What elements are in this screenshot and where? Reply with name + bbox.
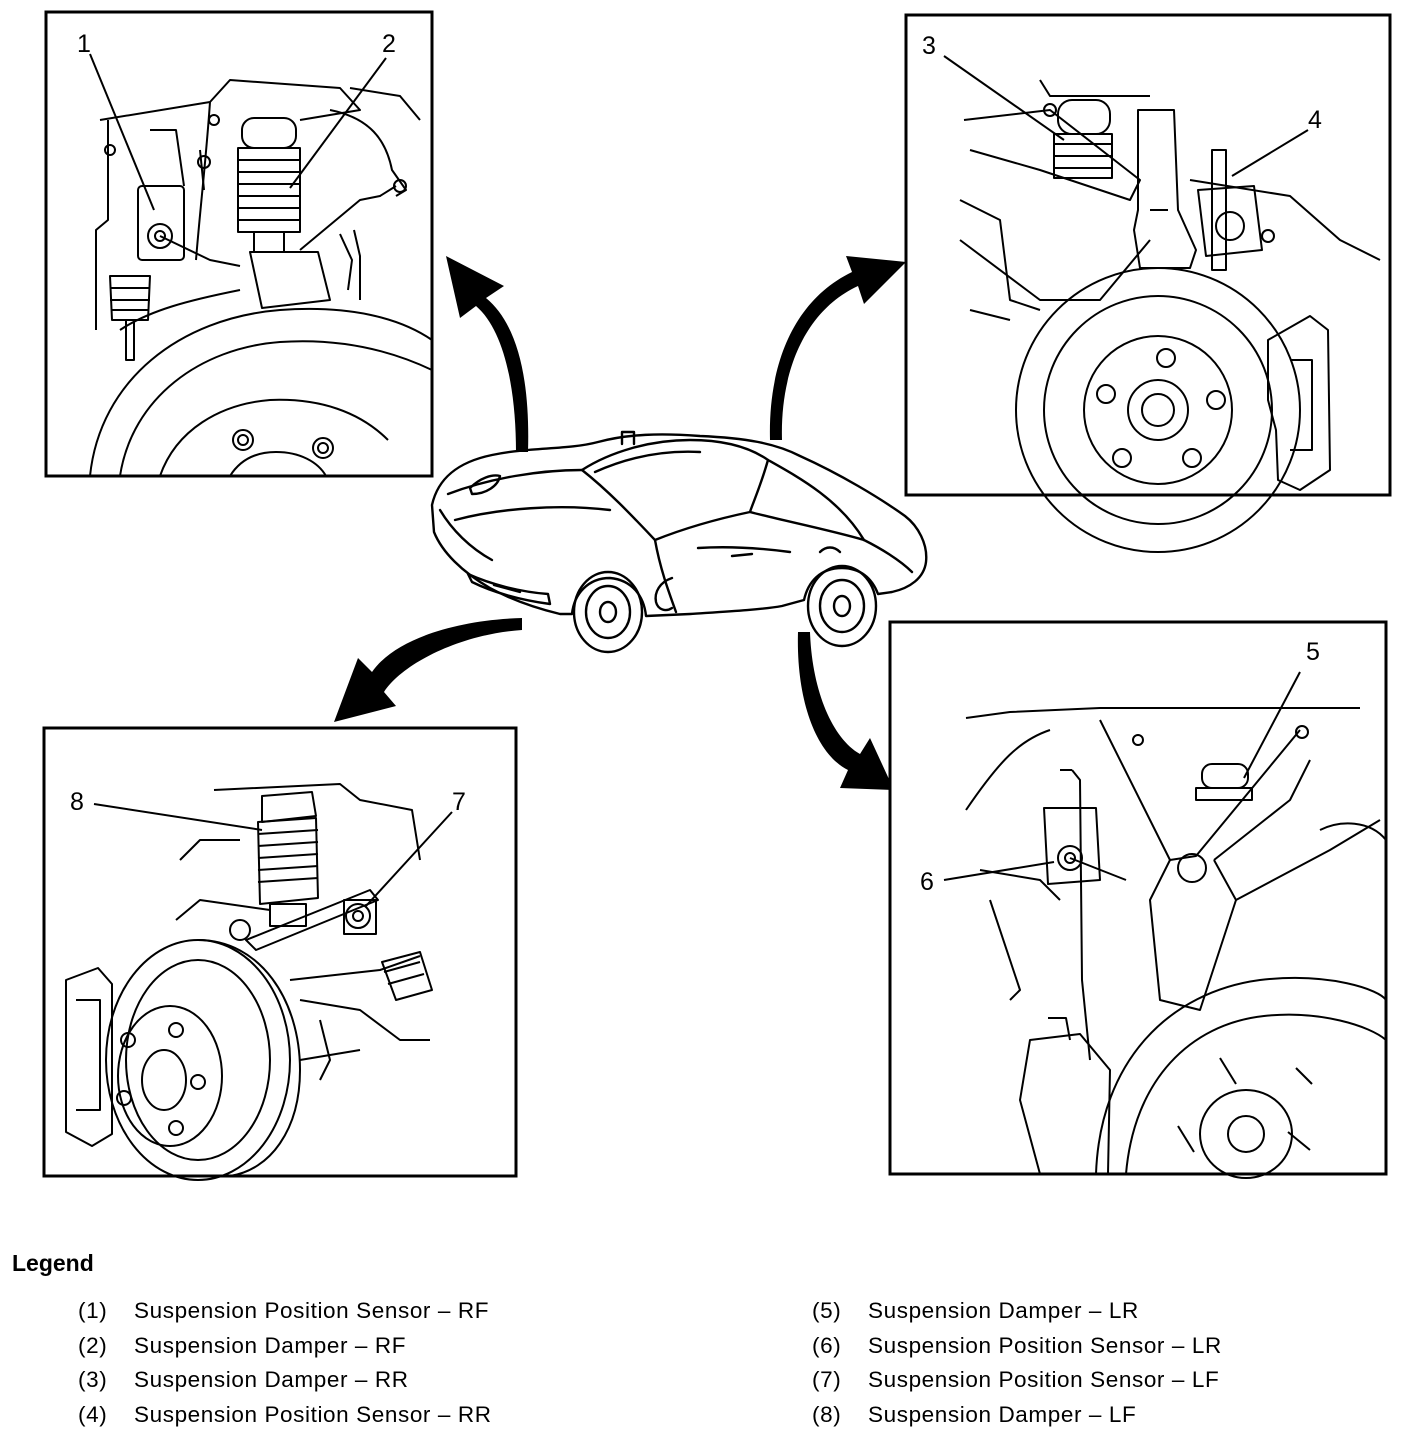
callout-6: 6 — [920, 868, 934, 896]
legend-item-number: (5) — [812, 1298, 842, 1323]
legend-item-number: (3) — [78, 1367, 108, 1392]
legend-item-number: (2) — [78, 1332, 108, 1358]
callout-2: 2 — [382, 30, 396, 58]
panel-rf: 1 2 — [44, 10, 434, 478]
callout-5: 5 — [1306, 638, 1320, 666]
legend-item-number: (4) — [78, 1401, 108, 1427]
legend-item-text: Suspension Position Sensor – LF — [868, 1367, 1220, 1392]
legend-item-text: Suspension Position Sensor – RF — [134, 1298, 490, 1323]
arrow-bottom-left — [334, 618, 522, 722]
legend-item: (2) Suspension Damper – RF — [78, 1333, 492, 1368]
panel-lr: 5 6 — [888, 620, 1388, 1179]
pointer-arrows — [334, 256, 906, 790]
legend-item-text: Suspension Damper – LF — [868, 1401, 1137, 1427]
legend-item-text: Suspension Position Sensor – LR — [868, 1332, 1222, 1358]
panel-rr: 3 4 — [904, 13, 1392, 553]
suspension-diagram: 1 2 — [42, 10, 1392, 1181]
panel-lf: 8 7 — [42, 726, 518, 1181]
arrow-bottom-right — [797, 632, 894, 790]
legend-item-number: (7) — [812, 1367, 842, 1392]
legend-item: (7) Suspension Position Sensor – LF — [812, 1367, 1222, 1402]
callout-8: 8 — [70, 788, 84, 816]
legend-item-number: (1) — [78, 1298, 108, 1323]
arrow-top-right — [769, 256, 906, 440]
legend-item-text: Suspension Damper – LR — [868, 1298, 1139, 1323]
legend-title: Legend — [12, 1250, 94, 1276]
legend-item: (4) Suspension Position Sensor – RR — [78, 1402, 492, 1437]
legend-item: (5) Suspension Damper – LR — [812, 1298, 1222, 1333]
arrow-top-left — [446, 256, 529, 452]
legend-item-text: Suspension Damper – RF — [134, 1332, 407, 1358]
callout-1: 1 — [77, 30, 91, 58]
callout-3: 3 — [922, 32, 936, 60]
callout-4: 4 — [1308, 106, 1322, 134]
legend-column-left: (1) Suspension Position Sensor – RF (2) … — [78, 1298, 492, 1436]
legend-column-right: (5) Suspension Damper – LR (6) Suspensio… — [812, 1298, 1222, 1436]
legend-item-number: (6) — [812, 1332, 842, 1358]
legend-item: (8) Suspension Damper – LF — [812, 1402, 1222, 1437]
callout-7: 7 — [452, 788, 466, 816]
legend-item-text: Suspension Position Sensor – RR — [134, 1401, 492, 1427]
car-illustration — [430, 430, 928, 654]
legend-item: (6) Suspension Position Sensor – LR — [812, 1333, 1222, 1368]
legend-item: (3) Suspension Damper – RR — [78, 1367, 492, 1402]
legend-item-number: (8) — [812, 1401, 842, 1427]
legend-item-text: Suspension Damper – RR — [134, 1367, 409, 1392]
legend-item: (1) Suspension Position Sensor – RF — [78, 1298, 492, 1333]
